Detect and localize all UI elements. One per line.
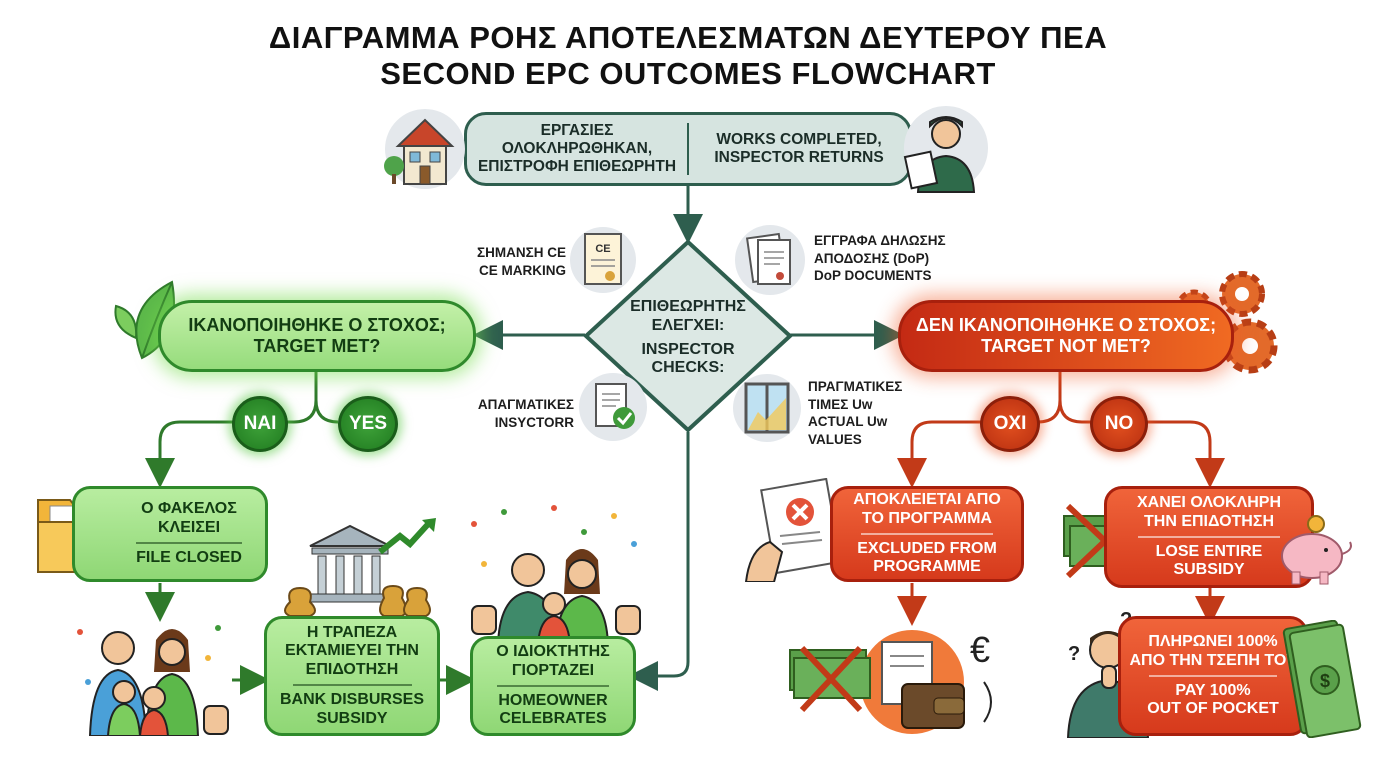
start-divider <box>687 123 689 175</box>
dollar-bill-icon: $ <box>1282 620 1362 738</box>
pay-separator <box>1148 675 1278 677</box>
invoice-check-icon <box>579 373 647 441</box>
arrow-no-to-lose <box>1058 399 1225 488</box>
svg-text:CE: CE <box>595 243 610 255</box>
lose-subsidy-node: ΧΑΝΕΙ ΟΛΟΚΛΗΡΗ ΤΗΝ ΕΠΙΔΟΤΗΣΗ LOSE ENTIRE… <box>1104 486 1314 588</box>
bank-icon <box>284 518 436 617</box>
check-invoices-label: ΑΠΑΓΜΑΤΙΚΕΣ INSYCTORR <box>477 397 574 430</box>
bank-node: Η ΤΡΑΠΕΖΑ ΕΚΤΑΜΙΕΥΕΙ ΤΗΝ ΕΠΙΔΟΤΗΣΗ BANK … <box>264 616 440 736</box>
window-uw-icon <box>733 374 801 442</box>
celebrate-node: Ο ΙΔΙΟΚΤΗΤΗΣ ΓΙΟΡΤΑΖΕΙ HOMEOWNER CELEBRA… <box>470 636 636 736</box>
svg-text:$: $ <box>1320 671 1330 691</box>
yes-english-badge: YES <box>338 396 398 452</box>
piggy-bank-icon <box>1281 515 1352 585</box>
start-english: WORKS COMPLETED, INSPECTOR RETURNS <box>714 131 884 166</box>
check-uw-label: ΠΡΑΓΜΑΤΙΚΕΣ ΤΙΜΕΣ Uw ACTUAL Uw VALUES <box>808 379 903 447</box>
ce-certificate-icon: CE <box>570 227 636 293</box>
check-ce-label: ΣΗΜΑΝΣΗ CE CE MARKING <box>477 245 566 278</box>
inspector-icon <box>903 106 988 193</box>
house-icon <box>384 109 465 189</box>
dop-documents-icon <box>735 225 805 295</box>
title-english: SECOND EPC OUTCOMES FLOWCHART <box>380 56 996 91</box>
file-separator <box>135 542 243 545</box>
yes-greek-badge: ΝΑΙ <box>232 396 288 452</box>
bank-separator <box>292 684 412 687</box>
celebrating-family-icon <box>471 505 641 644</box>
svg-text:€: € <box>970 629 990 670</box>
svg-text:?: ? <box>1068 643 1080 665</box>
target-not-met-node: ΔΕΝ ΙΚΑΝΟΠΟΙΗΘΗΚΕ Ο ΣΤΟΧΟΣ; TARGET NOT M… <box>898 300 1234 372</box>
title-greek: ΔΙΑΓΡΑΜΜΑ ΡΟΗΣ ΑΠΟΤΕΛΕΣΜΑΤΩΝ ΔΕΥΤΕΡΟΥ ΠΕ… <box>268 20 1108 55</box>
file-closed-node: Ο ΦΑΚΕΛΟΣ ΚΛΕΙΣΕΙ FILE CLOSED <box>72 486 268 582</box>
rejected-document-icon <box>744 478 842 582</box>
family-icon <box>77 625 229 736</box>
excluded-node: ΑΠΟΚΛΕΙΕΤΑΙ ΑΠΟ ΤΟ ΠΡΟΓΡΑΜΜΑ EXCLUDED FR… <box>830 486 1024 582</box>
decision-text: ΕΠΙΘΕΩΡΗΤΗΣ ΕΛΕΓΧΕΙ: INSPECTOR CHECKS: <box>630 298 746 377</box>
start-node: ΕΡΓΑΣΙΕΣ ΟΛΟΚΛΗΡΩΘΗΚΑΝ, ΕΠΙΣΤΡΟΦΗ ΕΠΙΘΕΩ… <box>464 112 912 186</box>
arrow-decision-to-celebrate <box>628 432 690 691</box>
pay-out-of-pocket-node: ΠΛΗΡΩΝΕΙ 100% ΑΠΟ ΤΗΝ ΤΣΕΠΗ ΤΟΥ PAY 100%… <box>1118 616 1308 736</box>
target-met-node: ΙΚΑΝΟΠΟΙΗΘΗΚΕ Ο ΣΤΟΧΟΣ; TARGET MET? <box>158 300 476 372</box>
no-english-badge: NO <box>1090 396 1148 452</box>
start-greek: ΕΡΓΑΣΙΕΣ ΟΛΟΚΛΗΡΩΘΗΚΑΝ, ΕΠΙΣΤΡΟΦΗ ΕΠΙΘΕΩ… <box>477 122 677 175</box>
lose-separator <box>1137 536 1281 538</box>
lost-money-wallet-icon: € <box>789 629 992 734</box>
check-dop-label: ΕΓΓΡΑΦΑ ΔΗΛΩΣΗΣ ΑΠΟΔΟΣΗΣ (DoP) DoP DOCUM… <box>814 233 946 284</box>
excluded-separator <box>861 533 993 535</box>
celebrate-separator <box>497 685 609 687</box>
no-greek-badge: ΟΧΙ <box>980 396 1040 452</box>
